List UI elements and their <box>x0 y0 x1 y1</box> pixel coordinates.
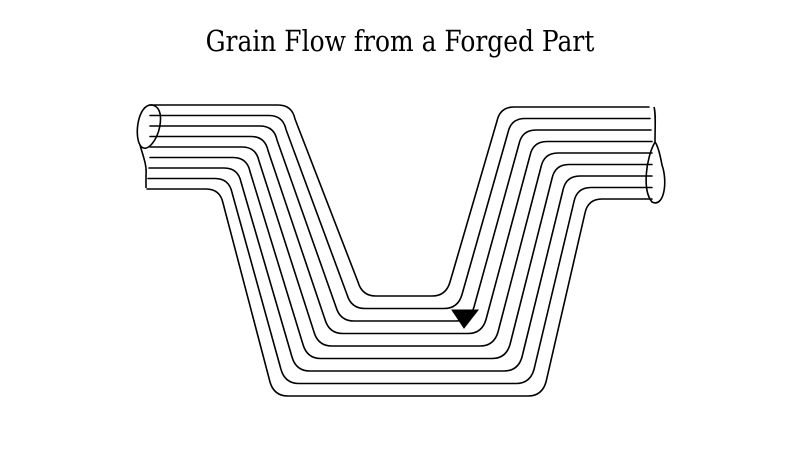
right-end-cap <box>645 140 666 204</box>
grain-line <box>146 188 653 397</box>
grain-line <box>149 104 650 297</box>
left-end-lower <box>139 144 147 176</box>
right-end-upper <box>653 106 657 143</box>
grain-line <box>149 156 653 360</box>
grain-flow-lines <box>146 104 653 397</box>
part-outline <box>136 104 666 204</box>
grain-line <box>149 146 653 347</box>
diagram-title: Grain Flow from a Forged Part <box>205 24 595 58</box>
grain-line <box>149 125 652 322</box>
marker-triangle <box>451 309 480 329</box>
grain-line <box>149 114 651 310</box>
grain-line <box>147 177 653 385</box>
grain-line <box>148 167 653 372</box>
left-end-cap <box>136 104 162 149</box>
grain-line <box>149 135 653 335</box>
